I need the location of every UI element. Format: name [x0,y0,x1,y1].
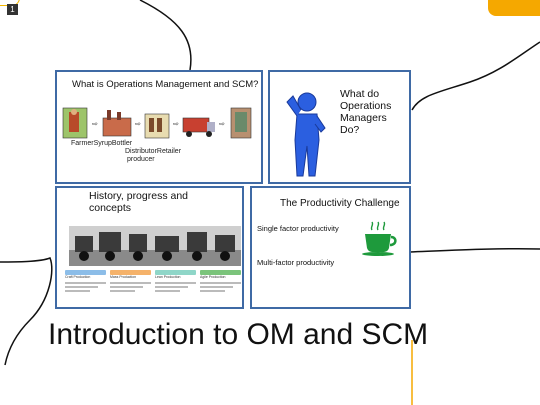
label-producer: producer [127,156,155,163]
history-column-lean: Lean Production [155,270,196,306]
svg-text:⇨: ⇨ [92,121,98,128]
coffee-cup-icon [362,221,397,256]
history-column-craft: Craft Production [65,270,106,306]
thinking-person-icon [286,92,326,177]
history-column-agile: Agile Production [200,270,241,306]
label-distributor: Distributor [125,148,157,155]
main-title: Introduction to OM and SCM [48,318,429,351]
history-column-mass: Mass Production [110,270,151,306]
svg-text:⇨: ⇨ [135,121,141,128]
retailer-icon [230,107,252,139]
panel-managers[interactable]: What do Operations Managers Do? [268,70,411,184]
managers-question: What do Operations Managers Do? [340,88,392,136]
panel-history[interactable]: History, progress and concepts Craft Pro… [55,186,244,309]
svg-text:⇨: ⇨ [219,121,225,128]
multi-factor-label: Multi-factor productivity [257,258,335,267]
page-number-badge: 1 [7,4,18,15]
label-farmer: Farmer [71,140,94,147]
panel-om-scm[interactable]: What is Operations Management and SCM? ⇨… [55,70,263,184]
column-label-craft: Craft Production [65,275,91,279]
old-factory-photo [69,226,241,266]
column-label-lean: Lean Production [155,275,181,279]
supply-chain-illustration: ⇨ ⇨ ⇨ ⇨ [62,107,252,139]
single-factor-label: Single factor productivity [257,224,339,233]
history-title: History, progress and concepts [89,190,189,214]
label-row-1: FarmerSyrupBottler [71,140,132,147]
bottler-icon [144,113,170,139]
label-bottler: Bottler [111,140,133,147]
truck-icon [182,117,215,137]
history-columns: Craft Production Mass Production Lean Pr… [65,270,241,306]
connector-line-top [139,0,192,71]
panel-productivity[interactable]: The Productivity Challenge Single factor… [250,186,411,309]
panel-om-scm-title: What is Operations Management and SCM? [72,79,259,90]
connector-line-left [0,257,53,366]
label-row-2: DistributorRetailer [125,148,181,155]
column-label-agile: Agile Production [200,275,226,279]
svg-text:⇨: ⇨ [173,121,179,128]
column-label-mass: Mass Production [110,275,137,279]
orange-corner-tab [488,0,540,16]
productivity-title: The Productivity Challenge [280,198,400,209]
syrup-factory-icon [102,110,132,137]
farmer-icon [62,107,88,139]
label-retailer: Retailer [156,148,182,155]
label-syrup: Syrup [93,140,112,147]
connector-line-right-top [411,41,540,111]
connector-line-right-mid [409,247,540,253]
